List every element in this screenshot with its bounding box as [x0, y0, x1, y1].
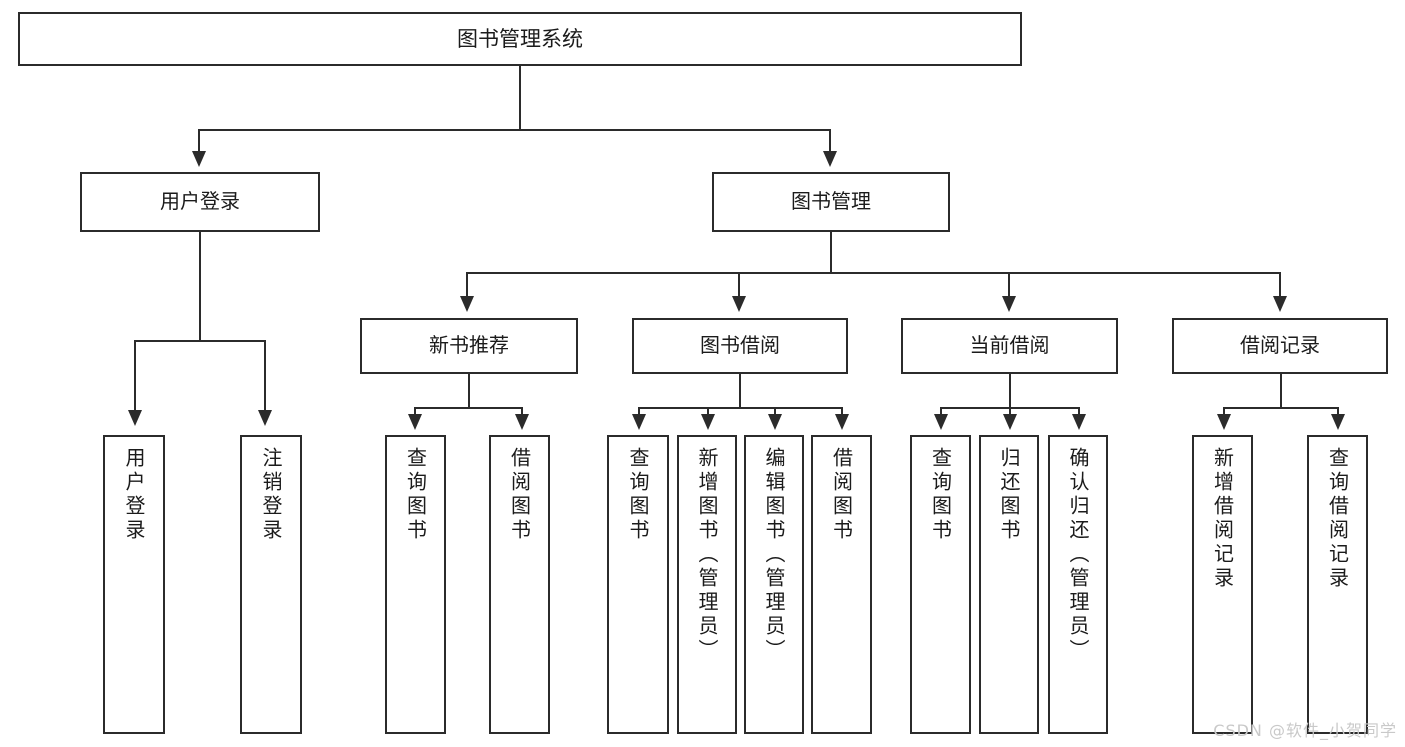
leaf-current-borrow-confirm[interactable]: 确认归还（管理员） [1048, 435, 1108, 734]
node-label: 借阅记录 [1240, 333, 1320, 358]
arrow-book-borrow-leaf-4 [835, 414, 849, 430]
leaf-new-book-borrow[interactable]: 借阅图书 [489, 435, 550, 734]
connector-current-borrow-stem [1009, 374, 1011, 407]
arrow-new-book-leaf-2 [515, 414, 529, 430]
leaf-book-borrow-add[interactable]: 新增图书（管理员） [677, 435, 737, 734]
node-label: 图书管理系统 [457, 26, 583, 51]
node-label: 用户登录 [160, 189, 240, 214]
node-label: 图书借阅 [700, 333, 780, 358]
leaf-label: 查询借阅记录 [1325, 447, 1350, 591]
arrow-book-borrow-leaf-2 [701, 414, 715, 430]
leaf-label: 借阅图书 [829, 447, 854, 543]
connector-book-borrow-leg-3 [774, 407, 776, 416]
connector-borrow-record-stem [1280, 374, 1282, 407]
connector-current-borrow-leg-1 [940, 407, 942, 416]
arrow-to-book-borrow [732, 296, 746, 312]
connector-current-borrow-leg-3 [1078, 407, 1080, 416]
connector-root-stem [519, 66, 521, 129]
arrow-to-new-book-recommend [460, 296, 474, 312]
arrow-to-current-borrow [1002, 296, 1016, 312]
node-user-login[interactable]: 用户登录 [80, 172, 320, 232]
arrow-user-login-leaf-2 [258, 410, 272, 426]
leaf-label: 查询图书 [626, 447, 650, 543]
leaf-book-borrow-edit[interactable]: 编辑图书（管理员） [744, 435, 804, 734]
node-label: 图书管理 [791, 189, 871, 214]
node-label: 当前借阅 [969, 333, 1050, 358]
connector-user-login-leg-1 [134, 340, 136, 412]
connector-new-book-stem [468, 374, 470, 407]
connector-book-manage-leg-3 [1008, 272, 1010, 298]
arrow-current-borrow-leaf-1 [934, 414, 948, 430]
leaf-new-book-query[interactable]: 查询图书 [385, 435, 446, 734]
leaf-label: 新增借阅记录 [1210, 447, 1235, 591]
leaf-label: 确认归还（管理员） [1066, 447, 1090, 663]
connector-book-borrow-stem [739, 374, 741, 407]
leaf-label: 用户登录 [122, 447, 146, 543]
connector-book-borrow-leg-1 [638, 407, 640, 416]
connector-borrow-record-leg-1 [1223, 407, 1225, 416]
node-borrow-record[interactable]: 借阅记录 [1172, 318, 1388, 374]
leaf-label: 查询图书 [928, 447, 953, 543]
connector-leg-user-login [198, 129, 200, 153]
connector-book-manage-stem [830, 232, 832, 272]
arrow-borrow-record-leaf-1 [1217, 414, 1231, 430]
arrow-current-borrow-leaf-3 [1072, 414, 1086, 430]
leaf-label: 借阅图书 [507, 447, 532, 543]
connector-new-book-leg-1 [414, 407, 416, 416]
leaf-label: 归还图书 [997, 447, 1021, 543]
arrow-to-book-manage [823, 151, 837, 167]
connector-root-bus [198, 129, 830, 131]
connector-current-borrow-leg-2 [1009, 407, 1011, 416]
arrow-current-borrow-leaf-2 [1003, 414, 1017, 430]
connector-new-book-bus [414, 407, 522, 409]
connector-leg-book-manage [829, 129, 831, 153]
arrow-user-login-leaf-1 [128, 410, 142, 426]
connector-new-book-leg-2 [521, 407, 523, 416]
arrow-borrow-record-leaf-2 [1331, 414, 1345, 430]
leaf-label: 查询图书 [403, 447, 428, 543]
leaf-label: 编辑图书（管理员） [762, 447, 786, 663]
leaf-book-borrow-borrow[interactable]: 借阅图书 [811, 435, 872, 734]
node-root-system[interactable]: 图书管理系统 [18, 12, 1022, 66]
connector-book-manage-leg-2 [738, 272, 740, 298]
leaf-current-borrow-return[interactable]: 归还图书 [979, 435, 1039, 734]
leaf-current-borrow-query[interactable]: 查询图书 [910, 435, 971, 734]
connector-book-borrow-bus [638, 407, 842, 409]
connector-borrow-record-bus [1223, 407, 1338, 409]
leaf-book-borrow-query[interactable]: 查询图书 [607, 435, 669, 734]
connector-borrow-record-leg-2 [1337, 407, 1339, 416]
connector-book-manage-leg-4 [1279, 272, 1281, 298]
leaf-borrow-record-query[interactable]: 查询借阅记录 [1307, 435, 1368, 734]
arrow-to-borrow-record [1273, 296, 1287, 312]
leaf-user-login-login[interactable]: 用户登录 [103, 435, 165, 734]
leaf-user-login-logout[interactable]: 注销登录 [240, 435, 302, 734]
connector-book-manage-leg-1 [466, 272, 468, 298]
arrow-book-borrow-leaf-1 [632, 414, 646, 430]
leaf-label: 新增图书（管理员） [695, 447, 719, 663]
leaf-borrow-record-add[interactable]: 新增借阅记录 [1192, 435, 1253, 734]
node-book-manage[interactable]: 图书管理 [712, 172, 950, 232]
node-new-book-recommend[interactable]: 新书推荐 [360, 318, 578, 374]
connector-user-login-leg-2 [264, 340, 266, 412]
connector-book-manage-bus [466, 272, 1280, 274]
connector-book-borrow-leg-4 [841, 407, 843, 416]
node-book-borrow[interactable]: 图书借阅 [632, 318, 848, 374]
connector-user-login-stem [199, 232, 201, 340]
connector-book-borrow-leg-2 [707, 407, 709, 416]
arrow-book-borrow-leaf-3 [768, 414, 782, 430]
arrow-new-book-leaf-1 [408, 414, 422, 430]
connector-user-login-bus [134, 340, 265, 342]
leaf-label: 注销登录 [259, 447, 283, 543]
node-current-borrow[interactable]: 当前借阅 [901, 318, 1118, 374]
arrow-to-user-login [192, 151, 206, 167]
node-label: 新书推荐 [429, 333, 509, 358]
